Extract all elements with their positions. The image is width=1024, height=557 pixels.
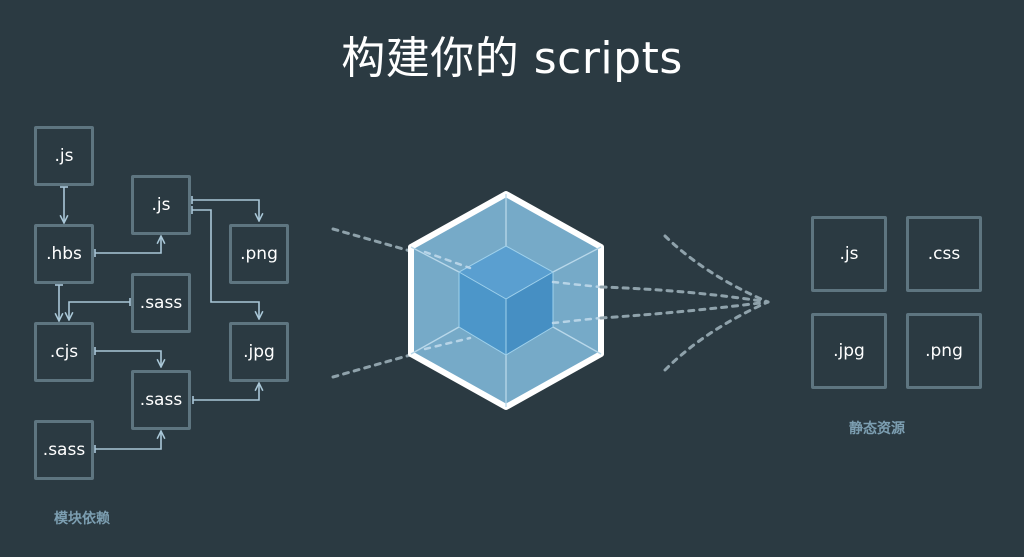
dashed-input-line <box>331 336 472 379</box>
asset-box-js: .js <box>811 216 887 292</box>
module-label: .sass <box>42 440 86 460</box>
dashed-output-line <box>599 300 770 320</box>
module-label: .sass <box>139 390 183 410</box>
module-label: .sass <box>139 293 183 313</box>
module-box-js: .js <box>131 175 191 235</box>
module-label: .png <box>240 244 278 264</box>
asset-box-css: .css <box>906 216 982 292</box>
arrow-cjs-to-sass <box>95 350 161 366</box>
webpack-cube-icon <box>408 191 604 410</box>
dashed-inner-line <box>551 316 602 325</box>
arrow-hbs-to-js <box>95 237 161 254</box>
module-label: .hbs <box>46 244 82 264</box>
arrow-sass-to-cjs <box>69 301 130 319</box>
asset-label: .png <box>925 341 963 361</box>
dashed-output-line <box>663 234 770 304</box>
dashed-output-line <box>663 300 770 372</box>
module-box-sass: .sass <box>131 370 191 430</box>
asset-label: .css <box>927 244 961 264</box>
dashed-inner-line <box>551 280 602 289</box>
asset-label: .js <box>839 244 859 264</box>
module-box-sass: .sass <box>131 273 191 333</box>
dashed-inner-line <box>423 250 472 270</box>
module-label: .js <box>54 146 74 166</box>
asset-box-jpg: .jpg <box>811 313 887 389</box>
module-box-cjs: .cjs <box>34 322 94 382</box>
asset-label: .jpg <box>833 341 865 361</box>
module-box-png: .png <box>229 224 289 284</box>
diagram-title: 构建你的 scripts <box>341 33 683 84</box>
module-box-hbs: .hbs <box>34 224 94 284</box>
dashed-output-line <box>599 285 770 304</box>
module-label: .js <box>151 195 171 215</box>
module-label: .jpg <box>243 342 275 362</box>
arrow-sass-to-sass <box>95 432 161 450</box>
modules-caption: 模块依赖 <box>54 511 110 527</box>
dashed-input-line <box>331 227 472 270</box>
arrow-js-to-png <box>192 199 259 220</box>
module-box-jpg: .jpg <box>229 322 289 382</box>
module-box-js: .js <box>34 126 94 186</box>
arrow-js-to-jpg <box>192 209 259 318</box>
module-label: .cjs <box>49 342 79 362</box>
module-box-sass: .sass <box>34 420 94 480</box>
assets-caption: 静态资源 <box>849 421 905 437</box>
dashed-inner-line <box>423 336 472 351</box>
arrow-sass-to-jpg <box>193 384 259 401</box>
asset-box-png: .png <box>906 313 982 389</box>
